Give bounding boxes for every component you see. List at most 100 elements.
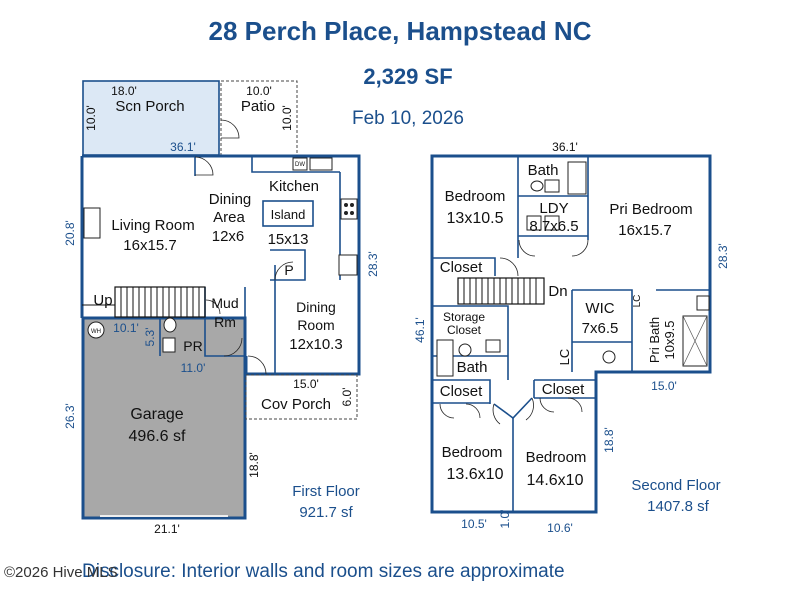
storage-label: Storage bbox=[443, 310, 485, 324]
wh-label: WH bbox=[91, 329, 101, 335]
patio-door-swing bbox=[220, 119, 240, 139]
scn-porch-height-dim: 10.0' bbox=[84, 105, 98, 131]
bedroom-b-bottom-dim: 10.5' bbox=[461, 517, 487, 531]
pri-bath-size: 10x9.5 bbox=[662, 320, 677, 359]
garage-top-dim: 11.0' bbox=[181, 361, 206, 375]
ldy-door-swing bbox=[518, 239, 536, 257]
cov-porch-width-dim: 15.0' bbox=[293, 377, 319, 391]
bedroom-c-size: 14.6x10 bbox=[527, 472, 584, 489]
garage-size: 496.6 sf bbox=[129, 428, 186, 445]
first-floor-right-dim: 28.3' bbox=[366, 251, 380, 277]
mls-watermark: ©2026 Hive MLS bbox=[4, 564, 118, 581]
cov-porch-height-dim: 6.0' bbox=[340, 388, 354, 407]
patio-label: Patio bbox=[241, 98, 275, 115]
mid-bath-label: Bath bbox=[457, 359, 488, 376]
bedroom-c-bottom-dim: 10.6' bbox=[547, 521, 573, 535]
top-bath-toilet-icon bbox=[530, 180, 544, 192]
island-size: 15x13 bbox=[268, 231, 309, 248]
kitchen-sink-icon bbox=[309, 157, 333, 171]
first-floor-top-dim: 36.1' bbox=[170, 140, 196, 154]
closet-b-label: Closet bbox=[440, 383, 483, 400]
dining-area-label: Dining bbox=[209, 191, 252, 208]
first-floor-plan: Scn Porch Patio Living Room 16x15.7 Dini… bbox=[63, 80, 380, 536]
pantry-wall bbox=[270, 249, 306, 281]
washer-icon bbox=[526, 215, 542, 231]
closet-door-swings bbox=[439, 397, 583, 419]
first-floor-area: 921.7 sf bbox=[299, 504, 353, 521]
mid-bath-tub-icon bbox=[436, 339, 454, 377]
mud-height-dim: 5.3' bbox=[143, 328, 157, 347]
living-room-size: 16x15.7 bbox=[123, 237, 176, 254]
top-bath-label: Bath bbox=[528, 162, 559, 179]
lc-b-label: LC bbox=[557, 349, 572, 366]
ldy-label: LDY bbox=[539, 200, 568, 217]
second-floor-right-dim: 28.3' bbox=[716, 243, 730, 269]
address-title: 28 Perch Place, Hampstead NC bbox=[208, 16, 592, 46]
second-floor-exterior-wall bbox=[430, 154, 712, 514]
dining-room-size: 12x10.3 bbox=[289, 336, 342, 353]
garage-right-dim: 18.8' bbox=[247, 452, 261, 478]
patio-width-dim: 10.0' bbox=[246, 84, 272, 98]
mud-door-swing bbox=[223, 337, 243, 357]
pri-bath-label: Pri Bath bbox=[647, 317, 662, 363]
bottom-gap-dim: 1.0' bbox=[498, 510, 512, 529]
first-floor-left-dim: 20.8' bbox=[63, 220, 77, 246]
garage-bottom-dim: 21.1' bbox=[154, 522, 180, 536]
second-floor-title: Second Floor bbox=[631, 477, 720, 494]
closet-a-label: Closet bbox=[440, 259, 483, 276]
pri-bedroom-label: Pri Bedroom bbox=[609, 201, 692, 218]
dishwasher-icon bbox=[292, 157, 308, 171]
covered-porch-area bbox=[245, 374, 358, 420]
mid-bath-sink-icon bbox=[485, 339, 501, 353]
mid-bath-toilet-icon bbox=[458, 343, 472, 357]
water-heater-icon bbox=[87, 321, 105, 339]
dining-area-label-2: Area bbox=[213, 209, 245, 226]
living-room-label: Living Room bbox=[111, 217, 194, 234]
bedroom-door-swings bbox=[492, 397, 534, 425]
lc-a-label: LC bbox=[632, 295, 643, 308]
pri-bedroom-size: 16x15.7 bbox=[618, 222, 671, 239]
second-floor-right-lower-dim: 18.8' bbox=[602, 427, 616, 453]
patio-height-dim: 10.0' bbox=[280, 105, 294, 131]
wall-closet-b bbox=[432, 379, 491, 404]
pantry-door-swing bbox=[274, 261, 294, 281]
cov-porch-label: Cov Porch bbox=[261, 396, 331, 413]
mud-label: Mud bbox=[211, 295, 238, 311]
stairs-up-label: Up bbox=[93, 292, 112, 309]
bedroom-b-label: Bedroom bbox=[442, 444, 503, 461]
total-area: 2,329 SF bbox=[363, 64, 453, 89]
closet-c-label: Closet bbox=[542, 381, 585, 398]
wic-label: WIC bbox=[585, 300, 614, 317]
second-floor-step-dim: 15.0' bbox=[651, 379, 677, 393]
range-icon bbox=[340, 198, 358, 220]
fireplace-icon bbox=[83, 207, 101, 239]
island-label: Island bbox=[271, 207, 306, 222]
dining-room-label: Dining bbox=[296, 299, 336, 315]
pantry-label: P bbox=[284, 262, 293, 278]
living-door-swing bbox=[194, 156, 214, 176]
garage-label: Garage bbox=[130, 406, 183, 423]
garage-door-swing bbox=[205, 299, 221, 315]
dryer-icon bbox=[544, 215, 560, 231]
second-floor-stairs bbox=[457, 277, 545, 305]
dw-label: DW bbox=[295, 162, 305, 168]
bedroom-a-size: 13x10.5 bbox=[447, 210, 504, 227]
bedroom-c-label: Bedroom bbox=[526, 449, 587, 466]
second-floor-area: 1407.8 sf bbox=[647, 498, 710, 515]
ldy-size: 8.7x6.5 bbox=[529, 218, 578, 235]
stairs-down-label: Dn bbox=[548, 283, 567, 300]
top-bath-sink-icon bbox=[544, 179, 560, 193]
garage-left-dim: 26.3' bbox=[63, 403, 77, 429]
mud-width-dim: 10.1' bbox=[113, 321, 139, 335]
hall-angle-walls bbox=[493, 397, 533, 420]
second-floor-left-dim: 46.1' bbox=[413, 317, 427, 343]
mud-label-2: Rm bbox=[214, 314, 236, 330]
disclosure-note: Disclosure: Interior walls and room size… bbox=[82, 561, 565, 582]
wall-closet-a bbox=[432, 257, 496, 276]
first-floor-title: First Floor bbox=[292, 483, 360, 500]
pri-bedroom-door-swing bbox=[571, 239, 589, 257]
porch-door-swing bbox=[247, 355, 267, 375]
top-bath-tub-icon bbox=[567, 161, 587, 195]
second-floor-top-dim: 36.1' bbox=[552, 140, 578, 154]
